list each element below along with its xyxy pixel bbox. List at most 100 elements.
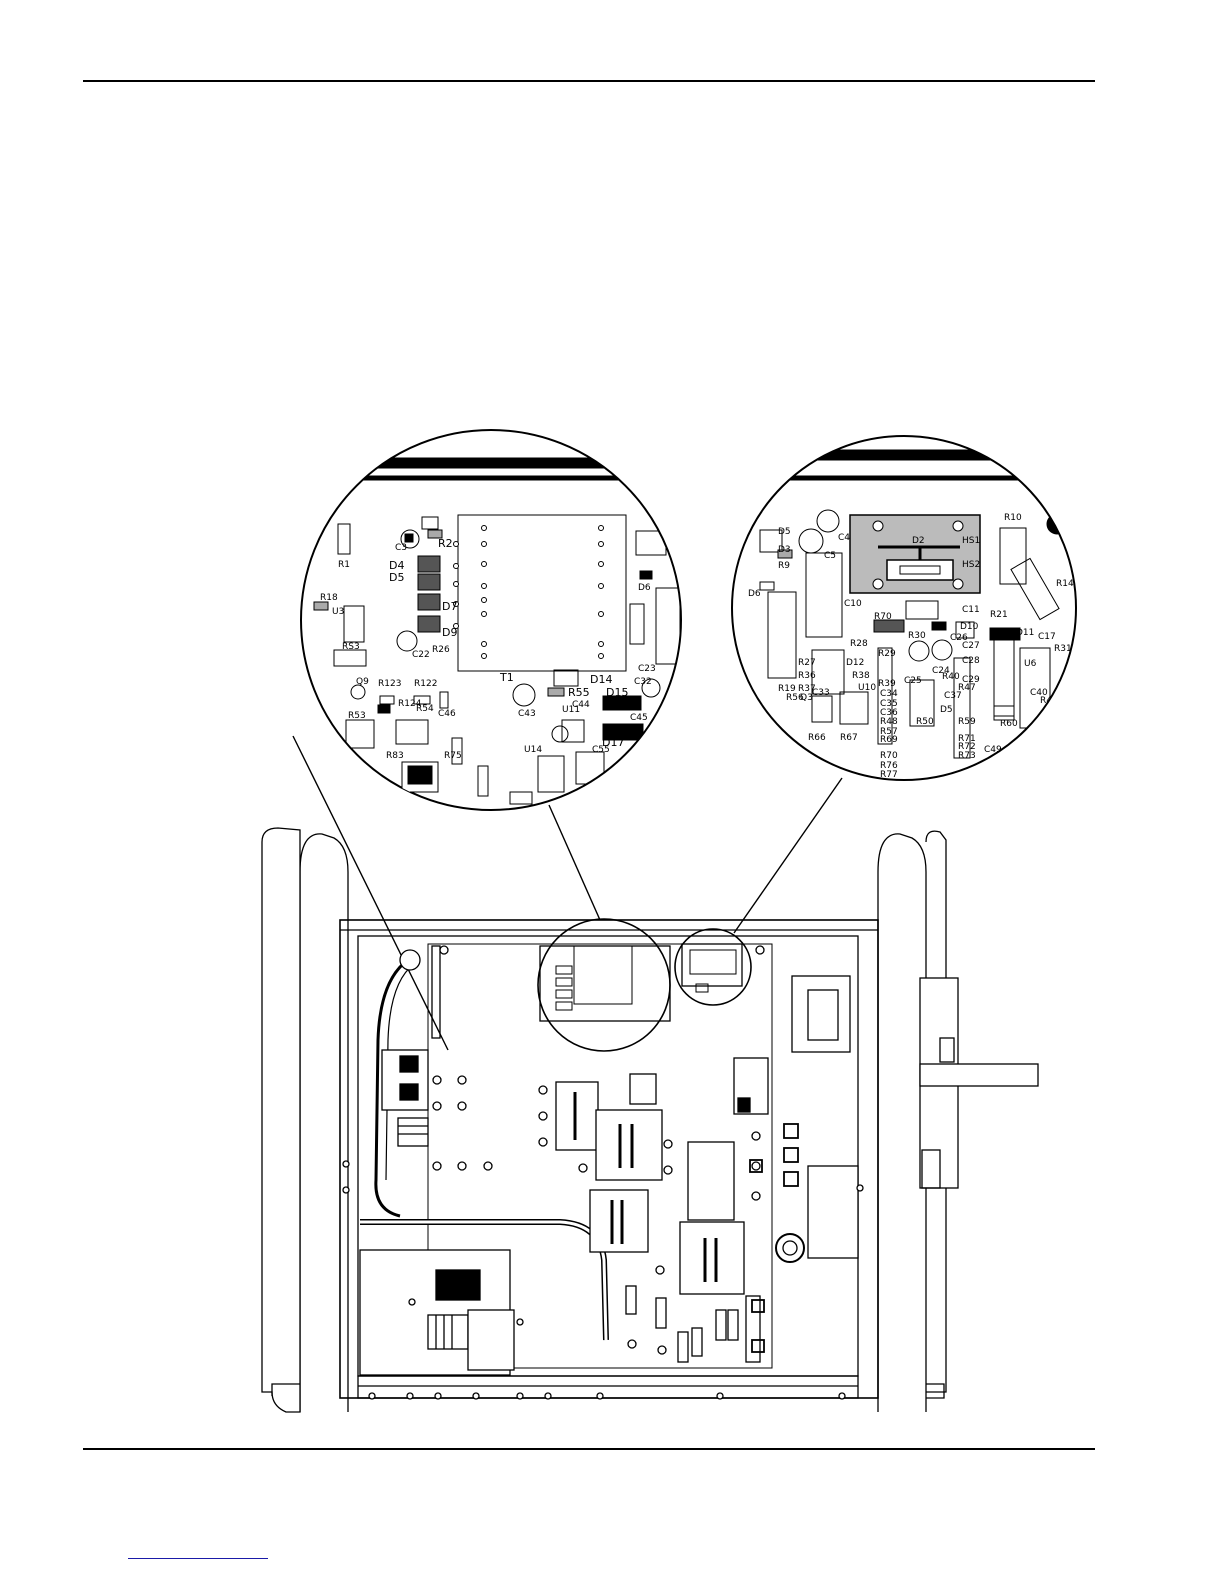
label-r72: R72 [958,742,976,752]
label-rs3: RS3 [342,642,360,652]
label-c24: C24 [932,666,950,676]
label-c4: C4 [838,533,850,543]
label-r48: R48 [880,717,898,727]
label-r2: R2 [438,537,453,550]
transformer-t1 [457,514,627,672]
label-r1: R1 [338,560,350,570]
label-c32: C32 [634,677,652,687]
label-q3: Q3 [800,693,813,703]
label-r122: R122 [414,679,437,689]
label-r77: R77 [880,770,898,780]
leader-lines [292,735,843,1051]
label-d17: D17 [602,736,624,749]
label-c55: C55 [592,745,610,755]
label-d6: D6 [748,589,761,599]
label-c43: C43 [518,709,536,719]
label-c11: C11 [962,605,980,615]
label-c37: C37 [944,691,962,701]
label-r37: R37 [798,684,816,694]
label-c28: C28 [962,656,980,666]
label-r39: R39 [878,679,896,689]
label-d3: D3 [778,545,791,555]
label-c49: C49 [984,745,1002,755]
label-r73: R73 [958,751,976,761]
label-r9: R9 [778,561,790,571]
label-hs1: HS1 [962,536,980,546]
label-r14: R14 [1056,579,1074,589]
label-c5: C5 [824,551,836,561]
power-supply-unit [261,827,1039,1413]
label-r69: R69 [880,735,898,745]
label-d5: D5 [778,527,791,537]
label-r124: R124 [398,699,422,709]
label-c22: C22 [412,650,430,660]
label-r19: R19 [778,684,796,694]
label-r54: R54 [416,704,434,714]
label-u14: U14 [524,745,542,755]
left-callout: R1 R18 U3 RS3 R2 C3 D4 D5 D7 D9 R26 C22 … [300,429,682,811]
label-u3: U3 [332,607,344,617]
label-r30: R30 [908,631,926,641]
label-c36: C36 [880,708,898,718]
label-r60: R60 [1000,719,1018,729]
footer-link-underline[interactable] [128,1558,268,1559]
label-r57: R57 [880,727,898,737]
label-d9: D9 [442,626,457,639]
label-c23: C23 [638,664,656,674]
label-d15: D15 [606,686,628,699]
label-r56: R56 [786,693,804,703]
pcb-board [427,943,773,1369]
label-u6: U6 [1024,659,1037,669]
label-r21: R21 [990,610,1008,620]
label-hs2: HS2 [962,560,980,570]
label-d4: D4 [389,559,404,572]
label-c40: C40 [1030,688,1048,698]
label-r123: R123 [378,679,401,689]
label-d14: D14 [590,673,612,686]
label-c27: C27 [962,641,980,651]
label-r26: R26 [432,645,450,655]
label-r10: R10 [1004,513,1022,523]
label-d6: D6 [638,583,651,593]
label-r18: R18 [320,593,338,603]
label-u11: U11 [562,705,580,715]
right-handle [877,833,927,1412]
label-r83: R83 [386,751,404,761]
left-handle [299,833,349,1412]
zoom-area-right [674,928,752,1006]
label-r75: R75 [444,751,462,761]
label-d7: D7 [442,600,457,613]
label-c3: C3 [395,543,407,553]
label-r59: R59 [958,717,976,727]
label-d10: D10 [960,622,979,632]
label-r53: R53 [348,711,366,721]
label-c10: C10 [844,599,862,609]
label-u10: U10 [858,683,876,693]
label-r70b: R70 [880,751,898,761]
label-r76: R76 [880,761,898,771]
zoom-area-left [537,918,671,1052]
label-c35: C35 [880,699,898,709]
label-d5: D5 [389,571,404,584]
label-r50: R50 [916,717,934,727]
label-c46: C46 [438,709,456,719]
label-d2: D2 [912,536,925,546]
label-r71: R71 [958,734,976,744]
label-q9: Q9 [356,677,369,687]
work-cable [374,958,409,1218]
label-r36: R36 [798,671,816,681]
label-c29: C29 [962,675,980,685]
label-c34: C34 [880,689,898,699]
right-callout: D2 HS1 HS2 R10 R14 C4 C5 D5 D3 R9 D6 C10… [731,435,1077,781]
label-r70: R70 [874,612,892,622]
label-c26: C26 [950,633,968,643]
label-r38: R38 [852,671,870,681]
label-d5b: D5 [940,705,953,715]
label-r55: R55 [568,686,590,699]
label-c17: C17 [1038,632,1056,642]
label-c33: C33 [812,688,830,698]
label-r47: R47 [958,683,976,693]
label-r28: R28 [850,639,868,649]
label-d11: D11 [1016,628,1034,638]
